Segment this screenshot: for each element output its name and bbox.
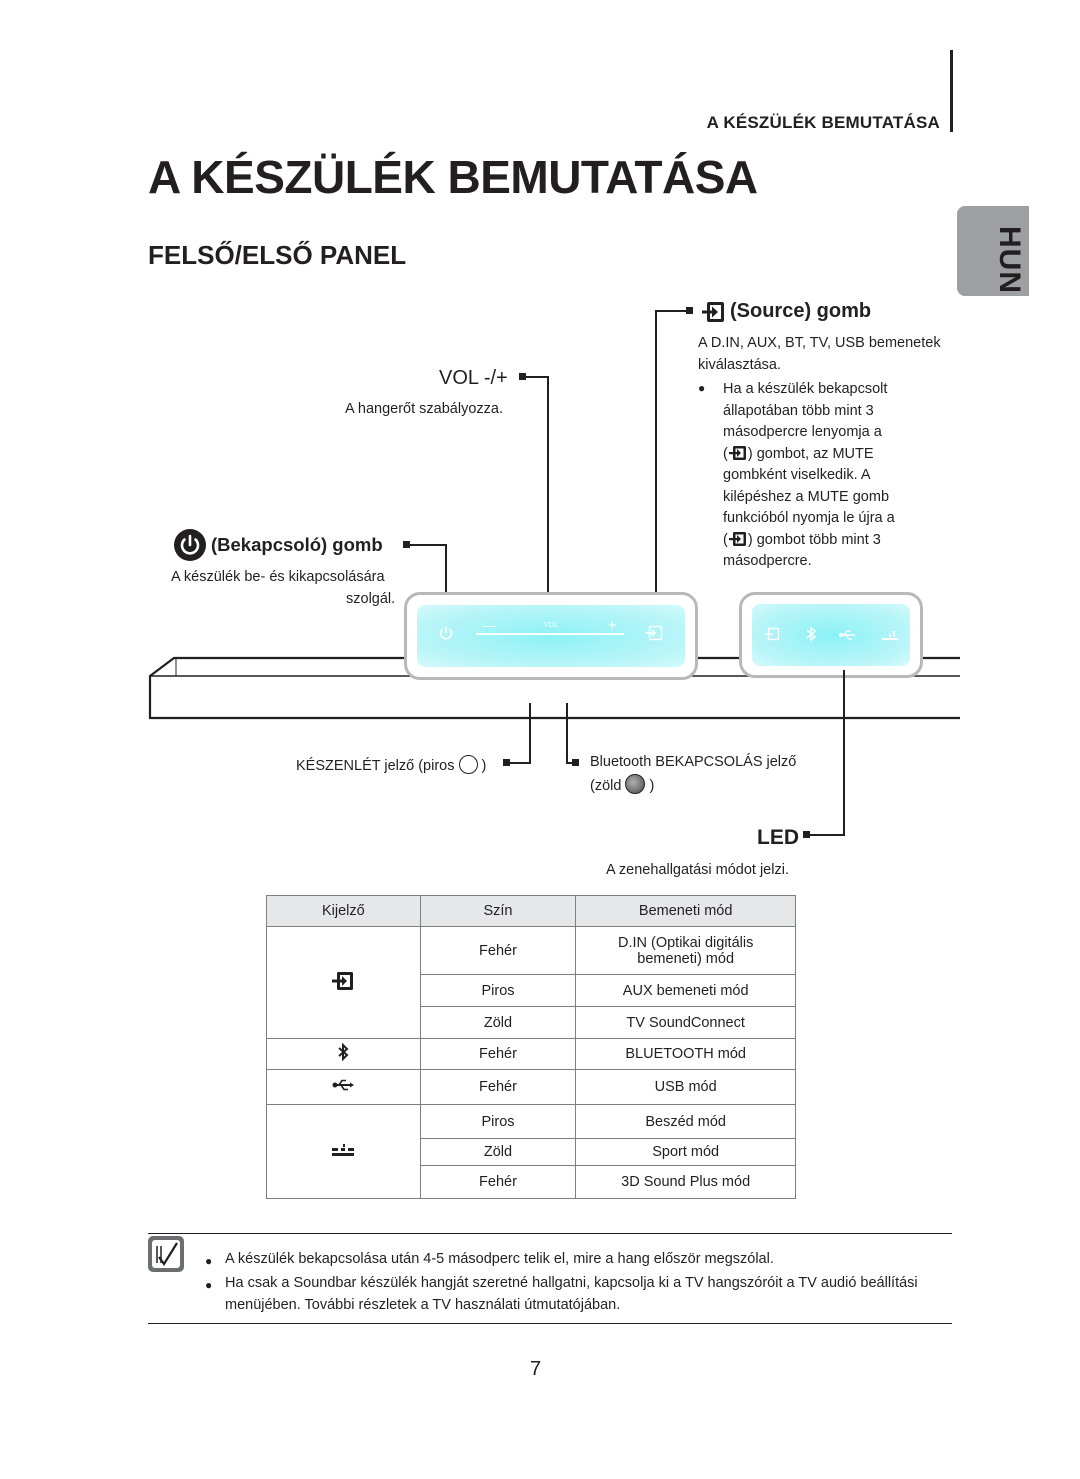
bullet-icon: ● [205, 1254, 213, 1268]
header-rule [950, 50, 953, 132]
led-sound-mode-icon [881, 628, 899, 640]
panel-vol-slider[interactable] [476, 633, 624, 635]
standby-indicator-label: KÉSZENLÉT jelző (piros ) [296, 755, 486, 778]
vol-label: VOL -/+ [439, 367, 508, 389]
page-number: 7 [530, 1358, 542, 1380]
bluetooth-led-icon [625, 773, 646, 794]
table-cell-icon [266, 926, 421, 1039]
note-item: ● Ha csak a Soundbar készülék hangját sz… [205, 1275, 918, 1313]
bluetooth-indicator-label: Bluetooth BEKAPCSOLÁS jelző (zöld ) [590, 754, 797, 794]
led-bluetooth-icon [804, 626, 818, 642]
table-cell-mode: Sport mód [575, 1138, 796, 1166]
source-icon [728, 531, 748, 547]
table-cell-mode: Beszéd mód [575, 1104, 796, 1139]
power-desc-2: szolgál. [346, 591, 396, 607]
table-cell-mode: 3D Sound Plus mód [575, 1165, 796, 1199]
note-top-rule [148, 1233, 952, 1234]
vol-desc: A hangerőt szabályozza. [345, 401, 503, 417]
table-cell-color: Fehér [419, 1069, 577, 1105]
table-header: Szín [419, 895, 577, 927]
callout-line [410, 544, 447, 546]
source-input-icon [332, 971, 354, 990]
bullet-icon: ● [205, 1278, 213, 1292]
callout-line [566, 703, 568, 763]
callout-line [529, 703, 531, 763]
callout-line [808, 834, 845, 836]
standby-led-icon [458, 755, 478, 774]
led-source-icon [764, 627, 780, 641]
callout-marker [803, 831, 810, 838]
table-cell-icon [266, 1104, 421, 1199]
table-cell-color: Fehér [419, 926, 577, 975]
source-desc-1: A D.IN, AUX, BT, TV, USB bemenetek [698, 335, 941, 351]
callout-marker [572, 759, 579, 766]
callout-line [656, 310, 686, 312]
language-tab-label: HUN [993, 226, 1026, 294]
table-row: Fehér 3D Sound Plus mód [267, 1165, 796, 1199]
language-tab: HUN [957, 206, 1029, 296]
table-cell-color: Piros [419, 1104, 577, 1139]
panel-power-icon[interactable] [437, 624, 455, 642]
page-title: A KÉSZÜLÉK BEMUTATÁSA [148, 151, 758, 203]
table-cell-mode: AUX bemeneti mód [575, 974, 796, 1007]
led-mode-table: Kijelző Szín Bemeneti mód Fehér D.IN (Op… [266, 895, 796, 1199]
table-header-row: Kijelző Szín Bemeneti mód [266, 895, 796, 927]
table-cell-mode: USB mód [575, 1069, 796, 1105]
table-cell-mode: BLUETOOTH mód [575, 1038, 796, 1070]
callout-line [843, 670, 845, 836]
table-cell-color: Zöld [419, 1138, 577, 1166]
table-cell-mode: TV SoundConnect [575, 1006, 796, 1039]
table-cell-icon [266, 1038, 421, 1070]
panel-vol-label: VOL [544, 622, 559, 629]
table-row: Zöld Sport mód [267, 1138, 796, 1166]
source-icon [700, 300, 726, 324]
table-cell-icon [266, 1069, 421, 1105]
table-row: Fehér USB mód [266, 1069, 796, 1105]
power-button-label: (Bekapcsoló) gomb [211, 534, 383, 555]
source-button-label: (Source) gomb [730, 300, 872, 322]
note-icon [147, 1235, 185, 1273]
table-row: Piros Beszéd mód [266, 1104, 796, 1199]
callout-line [526, 376, 549, 378]
callout-marker [503, 759, 510, 766]
callout-line [547, 376, 549, 600]
note-bottom-rule [148, 1323, 952, 1324]
table-cell-color: Fehér [419, 1165, 577, 1199]
led-usb-icon [838, 628, 858, 640]
source-desc-2: kiválasztása. [698, 357, 782, 373]
panel-vol-plus[interactable]: + [608, 617, 617, 634]
callout-line [504, 762, 531, 764]
bluetooth-icon [338, 1042, 349, 1062]
led-desc: A zenehallgatási módot jelzi. [606, 862, 789, 878]
power-icon [173, 528, 207, 562]
table-cell-color: Zöld [419, 1006, 577, 1039]
bullet-icon: ● [698, 381, 706, 395]
note-item: ● A készülék bekapcsolása után 4-5 másod… [205, 1248, 774, 1270]
table-header: Bemeneti mód [575, 895, 796, 927]
running-header: A KÉSZÜLÉK BEMUTATÁSA [706, 113, 940, 132]
callout-marker [686, 307, 693, 314]
table-row: Zöld TV SoundConnect [267, 1006, 796, 1039]
table-header: Kijelző [266, 895, 421, 927]
table-row: Fehér BLUETOOTH mód [266, 1038, 796, 1070]
power-desc-1: A készülék be- és kikapcsolására [171, 569, 385, 585]
callout-line [655, 310, 657, 618]
source-bullet-text: Ha a készülék bekapcsolt állapotában töb… [723, 381, 895, 569]
sound-mode-icon [332, 1143, 355, 1156]
table-row: Piros AUX bemeneti mód [267, 974, 796, 1007]
source-icon [728, 445, 748, 461]
panel-source-icon[interactable] [644, 625, 664, 641]
panel-vol-minus[interactable]: — [483, 618, 496, 633]
led-label: LED [757, 826, 799, 849]
section-title: FELSŐ/ELSŐ PANEL [148, 240, 407, 270]
table-cell-color: Fehér [419, 1038, 577, 1070]
callout-line [445, 544, 447, 628]
callout-marker [403, 541, 410, 548]
usb-icon [332, 1079, 355, 1091]
table-cell-color: Piros [419, 974, 577, 1007]
callout-marker [519, 373, 526, 380]
